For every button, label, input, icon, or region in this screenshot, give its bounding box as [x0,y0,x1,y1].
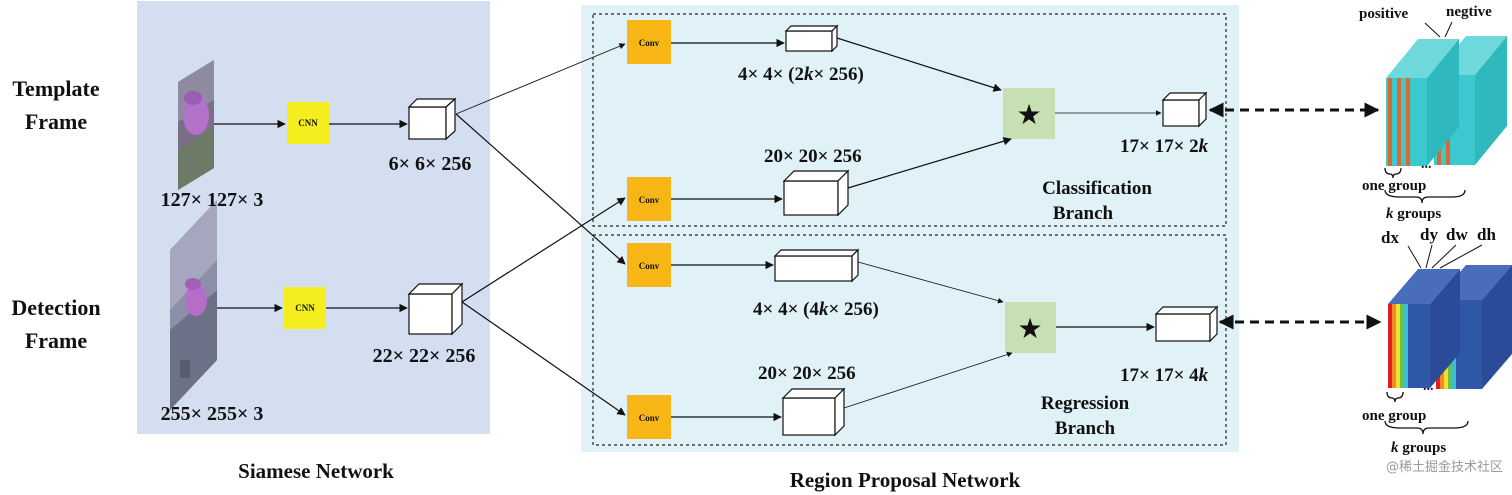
conv-reg-detection-label: Conv [639,413,660,423]
cls-one-group-brace [1384,167,1402,179]
reg-star-icon: ★ [1017,312,1042,345]
dy-pointer [1425,244,1433,269]
cls-one-group-label: one group [1362,178,1426,194]
reg-output-stack [1388,265,1512,389]
siamese-network-title: Siamese Network [238,459,394,483]
dy-label: dy [1420,225,1438,244]
reg-one-group-brace [1386,391,1404,403]
reg-search-cube [781,387,846,437]
cls-branch-label-line1: Classification [1042,178,1152,199]
reg-one-group-label: one group [1362,408,1426,424]
conv-reg-template [627,243,671,287]
template-frame-image [178,60,214,190]
conv-cls-detection-label: Conv [639,195,660,205]
negative-label: negtive [1446,4,1492,20]
regression-branch-box [592,234,1227,446]
watermark-text: @稀土掘金技术社区 [1386,459,1503,475]
arrow-cls-kernel-to-star [836,37,1002,92]
reg-kernel-cube [773,248,860,283]
dx-pointer [1407,245,1422,269]
template-feature-size: 6× 6× 256 [389,153,472,175]
cnn-detection-box [284,287,326,329]
arrow-template-to-reg-conv [455,113,626,265]
reg-branch-label-line1: Regression [1041,393,1130,414]
dx-label: dx [1381,228,1399,247]
detection-label-line1: Detection [11,295,100,320]
detection-label-line2: Frame [25,328,88,353]
conv-reg-template-label: Conv [639,261,660,271]
cls-correlation-box [1003,88,1055,139]
reg-output-size: 17× 17× 4k [1120,365,1209,386]
detection-feature-size: 22× 22× 256 [373,345,476,367]
cls-output-stack [1386,36,1507,166]
conv-reg-detection [627,395,671,439]
cls-kernel-cube [784,24,839,53]
template-feature-cube [407,97,457,141]
dh-pointer [1439,244,1483,269]
reg-k-groups-brace [1384,420,1469,435]
cls-k-groups-brace [1384,189,1466,204]
arrow-cls-search-to-star [847,137,1012,189]
detection-size-label: 255× 255× 3 [161,403,264,425]
reg-output-cube [1154,305,1219,343]
cls-search-size: 20× 20× 256 [764,146,862,167]
dh-label: dh [1477,225,1496,244]
cls-branch-label-line2: Branch [1053,203,1114,224]
arrow-reg-kernel-to-star [857,261,1004,304]
cnn-template-label: CNN [298,118,318,128]
detection-feature-cube [407,282,464,336]
positive-label: positive [1359,6,1409,22]
reg-search-size: 20× 20× 256 [758,363,856,384]
template-size-label: 127× 127× 3 [161,189,264,211]
cnn-template-box [287,102,329,144]
classification-branch-box [592,13,1227,227]
rpn-title: Region Proposal Network [790,468,1021,492]
cls-k-groups-label: k groups [1386,206,1441,222]
reg-dots: ... [1423,379,1434,394]
cls-star-icon: ★ [1016,98,1041,131]
reg-kernel-size: 4× 4× (4k× 256) [753,299,879,320]
template-label-line2: Frame [25,109,88,134]
arrow-reg-search-to-star [843,351,1013,409]
cls-output-size: 17× 17× 2k [1120,136,1209,157]
arrow-detection-to-reg-conv [461,301,626,416]
arrow-detection-to-cls-conv [461,197,626,303]
detection-frame-image [170,200,217,410]
conv-cls-template [627,20,671,64]
dw-pointer [1431,244,1457,269]
dw-label: dw [1446,225,1468,244]
negative-pointer [1444,21,1453,38]
conv-cls-detection [627,177,671,221]
template-label-line1: Template [12,76,99,101]
arrow-template-to-cls-conv [455,43,626,115]
reg-branch-label-line2: Branch [1055,418,1116,439]
cls-dots: ... [1421,157,1432,172]
reg-k-groups-label: k groups [1391,440,1446,456]
conv-cls-template-label: Conv [639,38,660,48]
cls-output-cube [1161,91,1208,128]
reg-correlation-box [1005,302,1056,353]
rpn-panel [581,5,1239,452]
positive-pointer [1424,22,1441,38]
cnn-detection-label: CNN [295,303,315,313]
cls-kernel-size: 4× 4× (2k× 256) [738,64,864,85]
cls-search-cube [782,169,850,217]
